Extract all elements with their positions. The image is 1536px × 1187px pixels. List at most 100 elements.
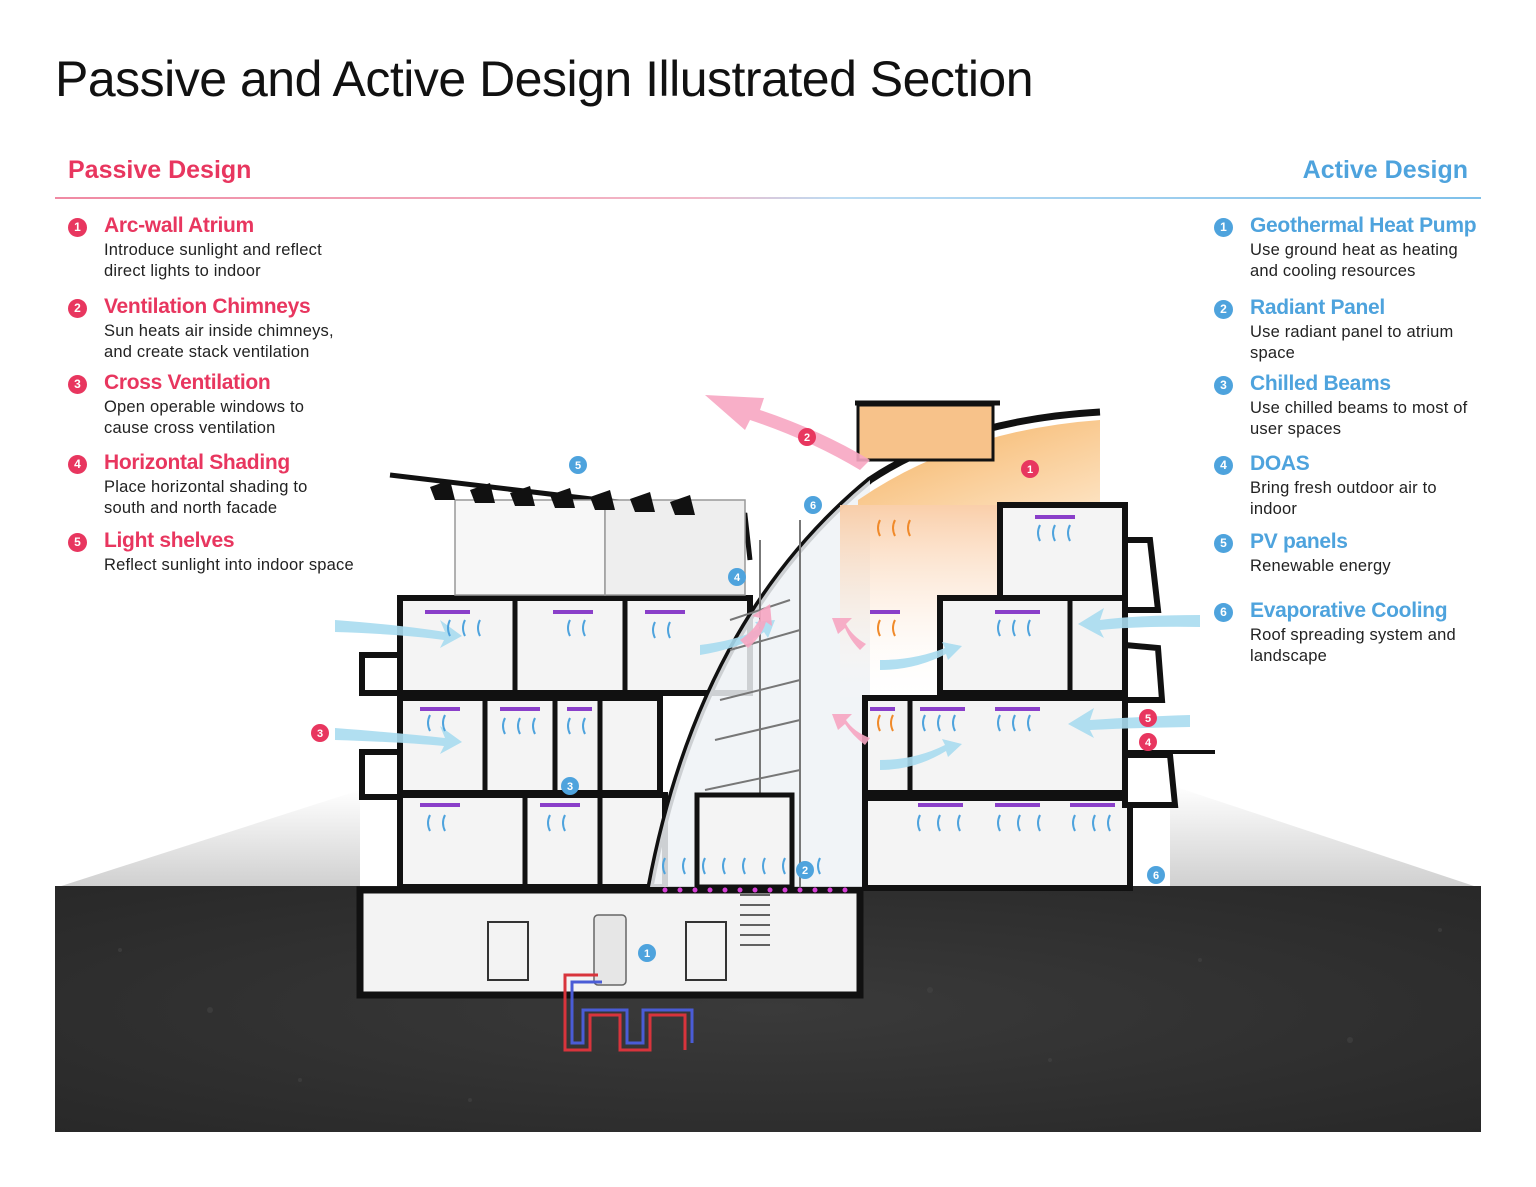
active-item-evaporative-cooling: 6 Evaporative Cooling Roof spreading sys… [1214,597,1504,667]
marker-active-2: 2 [796,861,814,879]
svg-text:5: 5 [1145,713,1151,725]
passive-design-list: 1 Arc-wall Atrium Introduce sunlight and… [68,212,408,576]
basement-stair [740,894,770,946]
ground-shadow-right [1170,785,1480,888]
svg-text:6: 6 [810,500,816,512]
svg-text:6: 6 [1153,870,1159,882]
passive-item-desc: Sun heats air inside chimneys, [104,322,334,340]
svg-text:5: 5 [575,460,581,472]
marker-active-1: 1 [638,944,656,962]
rooftop-chimney [855,400,1000,462]
active-item-title: PV panels [1250,530,1348,553]
radiant-heat-waves [877,519,911,732]
passive-num-badge: 1 [68,218,87,237]
active-item-desc: Renewable energy [1250,557,1391,575]
passive-item-desc: direct lights to indoor [104,262,261,280]
active-item-desc: and cooling resources [1250,262,1416,280]
active-item-desc: Roof spreading system and [1250,626,1456,644]
right-partitions [907,598,1073,793]
active-item-desc: indoor [1250,500,1298,518]
svg-text:2: 2 [804,432,810,444]
passive-item-desc: Introduce sunlight and reflect [104,241,322,259]
passive-item-desc: cause cross ventilation [104,419,276,437]
left-balconies [359,652,403,800]
ground-shadow-left [55,790,360,888]
active-num-badge: 5 [1214,534,1233,553]
chilled-air-waves [427,524,1111,875]
svg-text:3: 3 [317,728,323,740]
svg-text:4: 4 [1145,737,1152,749]
passive-design-heading: Passive Design [68,156,252,184]
active-num-badge: 2 [1214,300,1233,319]
active-item-title: Chilled Beams [1250,372,1391,395]
passive-item-desc: and create stack ventilation [104,343,310,361]
marker-passive-4: 4 [1139,733,1157,751]
left-roof [389,472,753,596]
basement-doors [487,921,727,981]
active-item-title: Evaporative Cooling [1250,599,1448,622]
active-design-heading: Active Design [1302,156,1468,184]
diagram-markers: 2 1 3 5 4 5 6 4 3 2 1 6 [311,428,1165,962]
passive-item-ventilation-chimneys: 2 Ventilation Chimneys Sun heats air ins… [68,293,408,363]
active-design-list: 1 Geothermal Heat Pump Use ground heat a… [1214,212,1504,667]
active-item-title: Geothermal Heat Pump [1250,214,1477,237]
active-item-doas: 4 DOAS Bring fresh outdoor air to indoor [1214,450,1504,520]
marker-active-5: 5 [569,456,587,474]
left-partitions [482,598,628,887]
passive-item-title: Cross Ventilation [104,371,271,394]
marker-passive-2: 2 [798,428,816,446]
active-item-desc: space [1250,344,1296,362]
heat-pump-unit [593,914,627,986]
chilled-beams [420,515,1115,807]
active-item-pv-panels: 5 PV panels Renewable energy [1214,528,1504,577]
passive-num-badge: 3 [68,375,87,394]
passive-item-light-shelves: 5 Light shelves Reflect sunlight into in… [68,527,408,576]
marker-passive-3: 3 [311,724,329,742]
active-num-badge: 3 [1214,376,1233,395]
svg-text:1: 1 [644,948,650,960]
passive-item-arc-wall-atrium: 1 Arc-wall Atrium Introduce sunlight and… [68,212,408,282]
passive-item-desc: Open operable windows to [104,398,305,416]
active-num-badge: 1 [1214,218,1233,237]
active-num-badge: 6 [1214,603,1233,622]
active-item-chilled-beams: 3 Chilled Beams Use chilled beams to mos… [1214,370,1504,440]
passive-item-title: Horizontal Shading [104,451,290,474]
marker-active-4: 4 [728,568,746,586]
active-item-geothermal-heat-pump: 1 Geothermal Heat Pump Use ground heat a… [1214,212,1504,282]
marker-passive-1: 1 [1021,460,1039,478]
passive-item-desc: Place horizontal shading to [104,478,308,496]
marker-active-3: 3 [561,777,579,795]
ground-texture [118,928,1442,1102]
passive-item-cross-ventilation: 3 Cross Ventilation Open operable window… [68,369,408,439]
svg-text:4: 4 [734,572,741,584]
passive-item-title: Arc-wall Atrium [104,214,254,237]
passive-item-desc: Reflect sunlight into indoor space [104,556,354,574]
passive-num-badge: 5 [68,533,87,552]
right-balconies [1122,537,1179,808]
page-title: Passive and Active Design Illustrated Se… [55,51,1034,107]
geothermal-loops [563,973,694,1052]
active-num-badge: 4 [1214,456,1233,475]
active-item-desc: landscape [1250,647,1328,665]
active-item-desc: user spaces [1250,420,1342,438]
atrium-skylight-glow [858,420,1100,505]
radiant-panel-dots [662,887,848,893]
active-item-radiant-panel: 2 Radiant Panel Use radiant panel to atr… [1214,294,1504,364]
active-item-desc: Use chilled beams to most of [1250,399,1468,417]
passive-num-badge: 2 [68,299,87,318]
passive-num-badge: 4 [68,455,87,474]
passive-item-desc: south and north facade [104,499,278,517]
svg-text:3: 3 [567,781,573,793]
active-item-desc: Use radiant panel to atrium [1250,323,1454,341]
active-item-desc: Bring fresh outdoor air to [1250,479,1437,497]
active-item-desc: Use ground heat as heating [1250,241,1458,259]
active-item-title: Radiant Panel [1250,296,1385,319]
cool-airflow-arrows [335,608,1200,770]
marker-active-6-landscape: 6 [1147,866,1165,884]
passive-item-title: Ventilation Chimneys [104,295,311,318]
passive-item-horizontal-shading: 4 Horizontal Shading Place horizontal sh… [68,449,408,519]
header-divider [55,197,1481,199]
marker-passive-5: 5 [1139,709,1157,727]
svg-text:2: 2 [802,865,808,877]
